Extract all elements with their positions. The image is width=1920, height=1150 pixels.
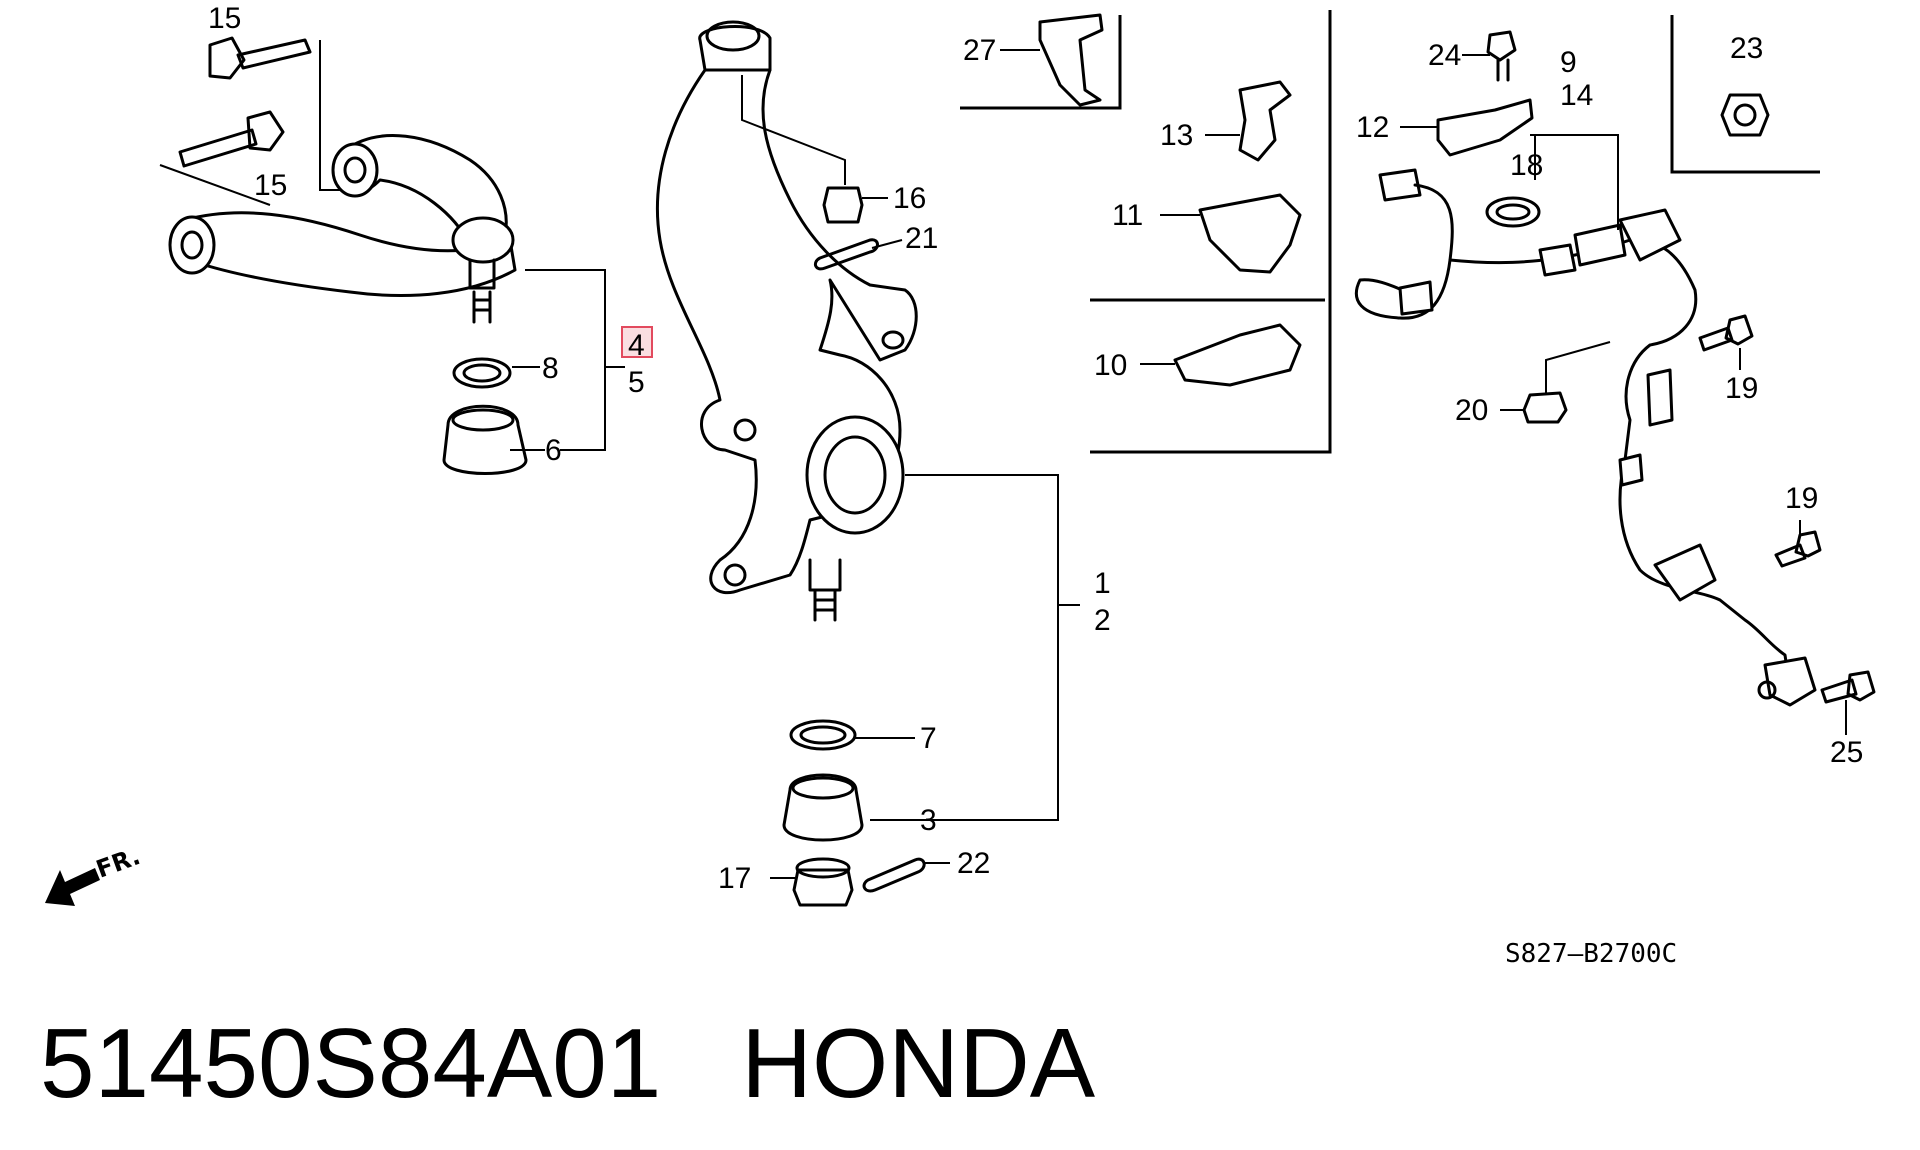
upper-control-arm[interactable] [168,134,517,324]
callout-4[interactable]: 4 [628,329,645,362]
callout-13[interactable]: 13 [1160,119,1193,152]
lower-circlip[interactable] [789,719,857,751]
part-caption: 51450S84A01 HONDA [40,1008,1095,1118]
callout-15-bottom[interactable]: 15 [254,169,287,202]
bracket-10[interactable] [1173,323,1302,387]
upper-boot[interactable] [442,404,528,475]
bolt-24[interactable] [1486,30,1517,82]
callout-25[interactable]: 25 [1830,736,1863,769]
callout-2[interactable]: 2 [1094,604,1111,637]
callout-16[interactable]: 16 [893,182,926,215]
direction-label: FR. [92,842,143,884]
callout-27[interactable]: 27 [963,34,996,67]
callout-19-lower[interactable]: 19 [1785,482,1818,515]
lower-cotter-pin[interactable] [862,857,926,893]
bolt-19-lower[interactable] [1774,530,1822,568]
callout-20[interactable]: 20 [1455,394,1488,427]
clamp-18[interactable] [1485,196,1541,228]
brand-name: HONDA [741,1008,1096,1118]
callout-7[interactable]: 7 [920,722,937,755]
callout-14[interactable]: 14 [1560,79,1593,112]
bolt-25[interactable] [1820,670,1876,704]
callout-1[interactable]: 1 [1094,567,1111,600]
nut-20[interactable] [1522,391,1568,424]
lower-boot[interactable] [782,773,864,842]
callout-24[interactable]: 24 [1428,39,1461,72]
exploded-parts-diagram: FR. 15 15 4 5 8 6 16 21 1 2 7 3 17 22 27… [45,2,1876,969]
callout-9[interactable]: 9 [1560,46,1577,79]
bracket-11[interactable] [1198,193,1302,274]
steering-knuckle[interactable] [656,20,918,622]
flange-bolt-rear[interactable] [178,110,285,168]
part-number: 51450S84A01 [40,1008,662,1118]
callout-8[interactable]: 8 [542,352,559,385]
bracket-12[interactable] [1436,98,1534,157]
nut-23[interactable] [1720,93,1770,137]
callout-19-upper[interactable]: 19 [1725,372,1758,405]
callout-11[interactable]: 11 [1112,199,1143,232]
callout-5[interactable]: 5 [628,366,645,399]
callout-3[interactable]: 3 [920,804,937,837]
bolt-19-upper[interactable] [1698,314,1754,352]
callout-18[interactable]: 18 [1510,149,1543,182]
bracket-27[interactable] [1038,13,1104,107]
callout-10[interactable]: 10 [1094,349,1127,382]
front-direction-arrow: FR. [45,842,144,906]
callout-22[interactable]: 22 [957,847,990,880]
diagram-reference-code: S827—B2700C [1505,939,1677,969]
callout-17[interactable]: 17 [718,862,751,895]
castle-nut[interactable] [822,186,864,224]
callout-12[interactable]: 12 [1356,111,1389,144]
flange-bolt-front[interactable] [208,36,312,80]
callout-23[interactable]: 23 [1730,32,1763,65]
cotter-pin[interactable] [813,238,879,271]
callout-21[interactable]: 21 [905,222,938,255]
callout-highlight [621,326,653,358]
lower-castle-nut[interactable] [792,857,854,907]
callout-15-top[interactable]: 15 [208,2,241,35]
abs-sensor-harness[interactable] [1354,168,1817,707]
dust-seal-clip[interactable] [452,357,512,389]
bracket-13[interactable] [1238,80,1292,162]
callout-6[interactable]: 6 [545,434,562,467]
